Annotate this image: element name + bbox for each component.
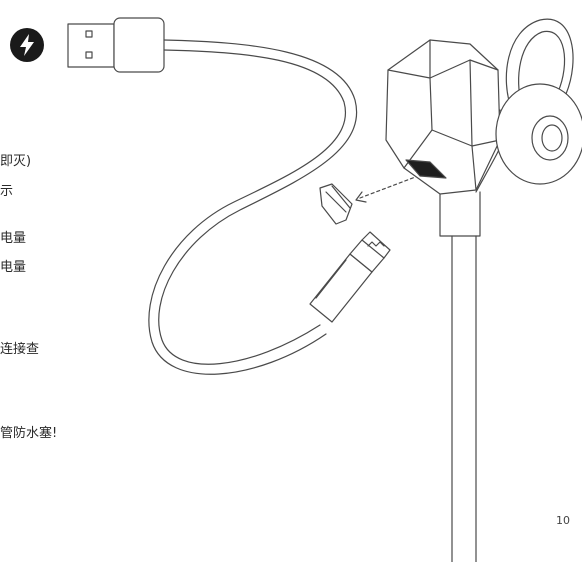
insert-direction-arrow	[355, 175, 419, 203]
charge-badge	[10, 28, 44, 62]
instruction-line-1: 即灭)	[0, 154, 32, 169]
micro-usb-plug	[309, 231, 391, 323]
lightning-bolt-icon	[20, 34, 34, 56]
page-number: 10	[556, 514, 570, 527]
waterproof-plug	[319, 183, 353, 225]
earbud	[385, 18, 582, 562]
instruction-line-7: 管防水塞!	[0, 426, 58, 441]
instruction-line-2: 示	[0, 184, 14, 199]
instruction-line-3: 电量	[0, 231, 27, 246]
instruction-line-4: 电量	[0, 260, 27, 275]
instruction-line-5: 连接查	[0, 342, 40, 357]
usb-a-connector	[67, 17, 165, 73]
usb-cable	[148, 39, 358, 375]
